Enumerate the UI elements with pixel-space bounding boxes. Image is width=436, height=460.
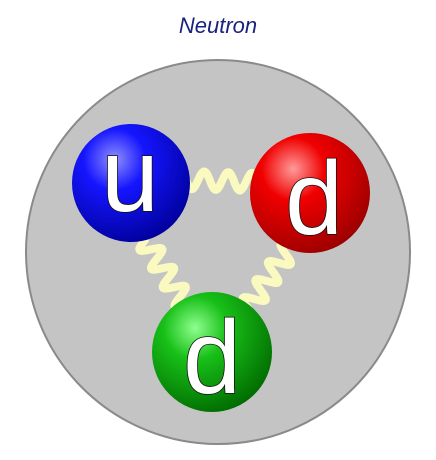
quark-down-bottom-label: d xyxy=(183,300,241,416)
quark-down-right-label: d xyxy=(285,141,343,257)
quark-down-right: d xyxy=(250,133,370,258)
quark-down-bottom-ball xyxy=(152,292,272,412)
quark-up-label: u xyxy=(101,118,159,234)
gluon-lines xyxy=(135,167,296,312)
quark-up: u xyxy=(72,117,190,242)
gluon-up-down-bottom xyxy=(135,236,190,312)
diagram-title: Neutron xyxy=(179,13,257,38)
quark-down-bottom: d xyxy=(152,292,272,417)
gluon-down-right-down-bottom xyxy=(238,239,296,312)
quark-down-right-ball xyxy=(250,133,370,253)
quark-up-ball xyxy=(72,124,190,242)
gluon-up-down-right xyxy=(182,167,262,195)
